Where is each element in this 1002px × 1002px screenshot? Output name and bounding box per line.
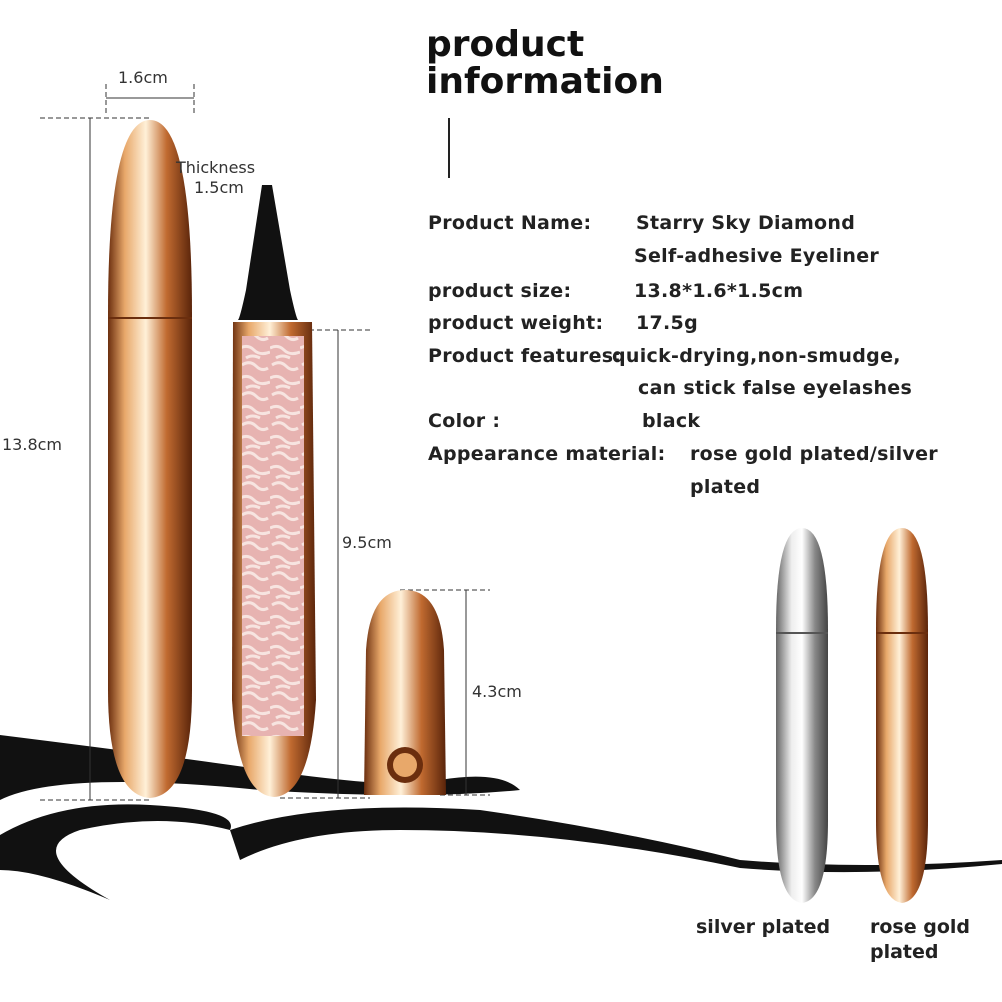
- material-label: Appearance material:: [428, 443, 666, 465]
- weight-label: product weight:: [428, 312, 604, 334]
- weight-value: 17.5g: [636, 312, 698, 334]
- material-value-2: plated: [690, 476, 761, 498]
- size-value: 13.8*1.6*1.5cm: [634, 280, 804, 302]
- features-label: Product features:: [428, 345, 622, 367]
- thickness-label: Thickness: [176, 158, 256, 177]
- silver-caption: silver plated: [696, 916, 831, 938]
- open-pen-pink: [232, 185, 316, 797]
- title-line-1: product: [426, 24, 585, 65]
- cap-length-label: 4.3cm: [472, 682, 522, 701]
- body-length-label: 9.5cm: [342, 533, 392, 552]
- material-value-1: rose gold plated/silver: [690, 443, 938, 465]
- features-value-1: quick-drying,non-smudge,: [612, 345, 901, 367]
- features-value-2: can stick false eyelashes: [638, 377, 913, 399]
- page-title: product information: [426, 26, 664, 100]
- total-length-label: 13.8cm: [2, 435, 63, 454]
- product-name-value-1: Starry Sky Diamond: [636, 212, 856, 234]
- product-name-label: Product Name:: [428, 212, 592, 234]
- thickness-value: 1.5cm: [194, 178, 244, 197]
- silver-pen: [776, 528, 828, 903]
- color-label: Color :: [428, 410, 501, 432]
- rose-gold-pen: [876, 528, 928, 903]
- product-name-value-2: Self-adhesive Eyeliner: [634, 245, 880, 267]
- width-label: 1.6cm: [118, 68, 168, 87]
- title-line-2: information: [426, 61, 664, 102]
- rose-gold-caption-2: plated: [870, 941, 939, 963]
- rose-gold-caption-1: rose gold: [870, 916, 971, 938]
- size-label: product size:: [428, 280, 572, 302]
- closed-pen-rose-gold: [108, 120, 192, 798]
- color-value: black: [642, 410, 701, 432]
- pen-cap: [364, 590, 446, 795]
